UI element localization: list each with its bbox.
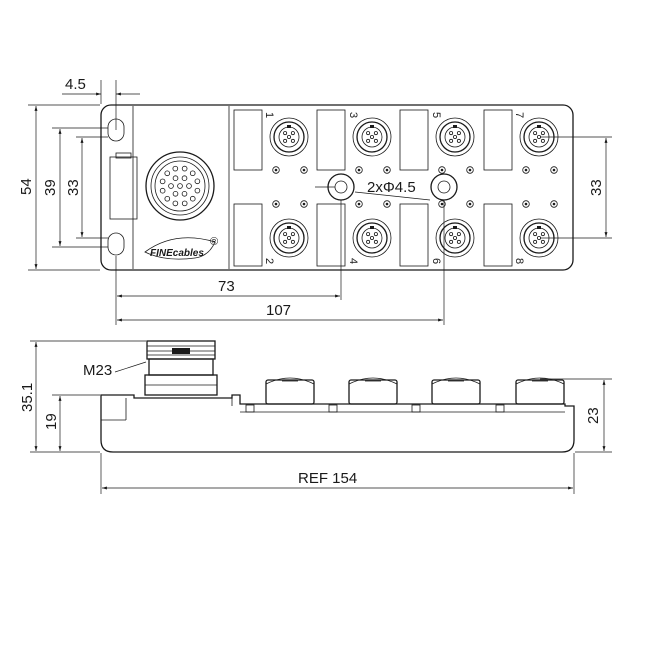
- label-window-top: [316, 109, 346, 171]
- side-ports: [245, 377, 565, 413]
- m8-port: [356, 222, 388, 254]
- status-led: [466, 166, 474, 174]
- label-window-bottom: [233, 203, 263, 267]
- status-led: [466, 200, 474, 208]
- dim-port-height: 23: [585, 407, 602, 424]
- m8-port-bezel: [269, 117, 309, 157]
- label-window-top: [483, 109, 513, 171]
- m23-pin: [164, 195, 171, 202]
- side-port: [431, 379, 481, 405]
- status-led: [272, 166, 280, 174]
- port-number-8: 8: [513, 258, 525, 264]
- label-window-bottom: [399, 203, 429, 267]
- label-m23: M23: [83, 362, 112, 379]
- side-body-outline: [100, 394, 575, 453]
- port-number-1: 1: [263, 112, 275, 118]
- m23-pin: [189, 170, 196, 177]
- m23-pin: [194, 187, 201, 194]
- m8-port-bezel: [352, 117, 392, 157]
- port-number-6: 6: [430, 258, 442, 264]
- m23-pin: [159, 178, 166, 185]
- m8-port: [439, 222, 471, 254]
- dim-hole-spacing-right: 33: [588, 179, 605, 196]
- port-number-4: 4: [347, 258, 359, 264]
- dim-hole-offset: 4.5: [65, 76, 86, 93]
- status-led: [550, 200, 558, 208]
- m23-pin: [177, 183, 183, 189]
- label-window-bottom: [316, 203, 346, 267]
- status-led: [300, 200, 308, 208]
- dim-body-height: 19: [43, 413, 60, 430]
- status-led: [522, 200, 530, 208]
- dim-mount-holes: 2xΦ4.5: [367, 179, 416, 196]
- status-led: [522, 166, 530, 174]
- m23-pin: [164, 170, 171, 177]
- label-window-top: [399, 109, 429, 171]
- m23-pin: [194, 178, 201, 185]
- side-view: M23 35.1 19 23 REF 154: [19, 340, 612, 494]
- m8-port: [356, 121, 388, 153]
- mount-slot-bottom: [107, 232, 125, 256]
- m23-pin: [172, 190, 179, 197]
- port-number-2: 2: [263, 258, 275, 264]
- m23-pin: [159, 187, 166, 194]
- port-number-5: 5: [430, 112, 442, 118]
- dim-to-hole-2: 107: [266, 302, 291, 319]
- m8-port-bezel: [435, 218, 475, 258]
- status-led: [355, 200, 363, 208]
- label-window-top: [233, 109, 263, 171]
- m23-pin: [181, 175, 188, 182]
- dim-hole-spacing-left: 33: [65, 179, 82, 196]
- side-led: [411, 404, 421, 413]
- status-led: [438, 200, 446, 208]
- m23-pin: [172, 200, 179, 207]
- dim-overall-height: 54: [18, 178, 35, 195]
- top-view: FINEcables ® 2xΦ4.5 1 3 5 7 2 4 6 8 4.5: [18, 76, 612, 325]
- side-port: [348, 379, 398, 405]
- m8-port-bezel: [352, 218, 392, 258]
- dim-overall-height-side: 35.1: [19, 383, 36, 412]
- port-number-7: 7: [513, 112, 525, 118]
- dim-to-hole-1: 73: [218, 278, 235, 295]
- m23-pin: [181, 200, 188, 207]
- side-port: [515, 379, 565, 405]
- brand-logo: FINEcables ®: [144, 236, 218, 260]
- side-led: [245, 404, 255, 413]
- m23-connector-face: [145, 151, 215, 221]
- mount-hole-2: [430, 173, 458, 201]
- status-led: [383, 200, 391, 208]
- side-port: [265, 379, 315, 405]
- m23-pin: [181, 190, 188, 197]
- status-led: [300, 166, 308, 174]
- m23-pin: [189, 195, 196, 202]
- side-led: [328, 404, 338, 413]
- m23-pin: [168, 183, 174, 189]
- registered-mark: ®: [210, 236, 218, 248]
- m8-port-bezel: [435, 117, 475, 157]
- m8-port: [439, 121, 471, 153]
- box-outline: [100, 104, 574, 271]
- status-led: [550, 166, 558, 174]
- m23-pin: [172, 165, 179, 172]
- side-led: [495, 404, 505, 413]
- logo-text: FINEcables: [150, 248, 204, 259]
- m23-connector-side: [144, 340, 218, 396]
- status-led: [355, 166, 363, 174]
- status-led: [272, 200, 280, 208]
- m8-port: [273, 222, 305, 254]
- port-number-3: 3: [347, 112, 359, 118]
- m23-pin: [181, 165, 188, 172]
- status-led: [438, 166, 446, 174]
- m23-pin: [186, 183, 192, 189]
- status-led: [383, 166, 391, 174]
- dim-hole-height-outer: 39: [42, 179, 59, 196]
- m8-port: [273, 121, 305, 153]
- m8-port-bezel: [269, 218, 309, 258]
- m23-pin: [172, 175, 179, 182]
- label-window: [109, 156, 138, 220]
- label-window-bottom: [483, 203, 513, 267]
- dim-reference-length: REF 154: [298, 470, 357, 487]
